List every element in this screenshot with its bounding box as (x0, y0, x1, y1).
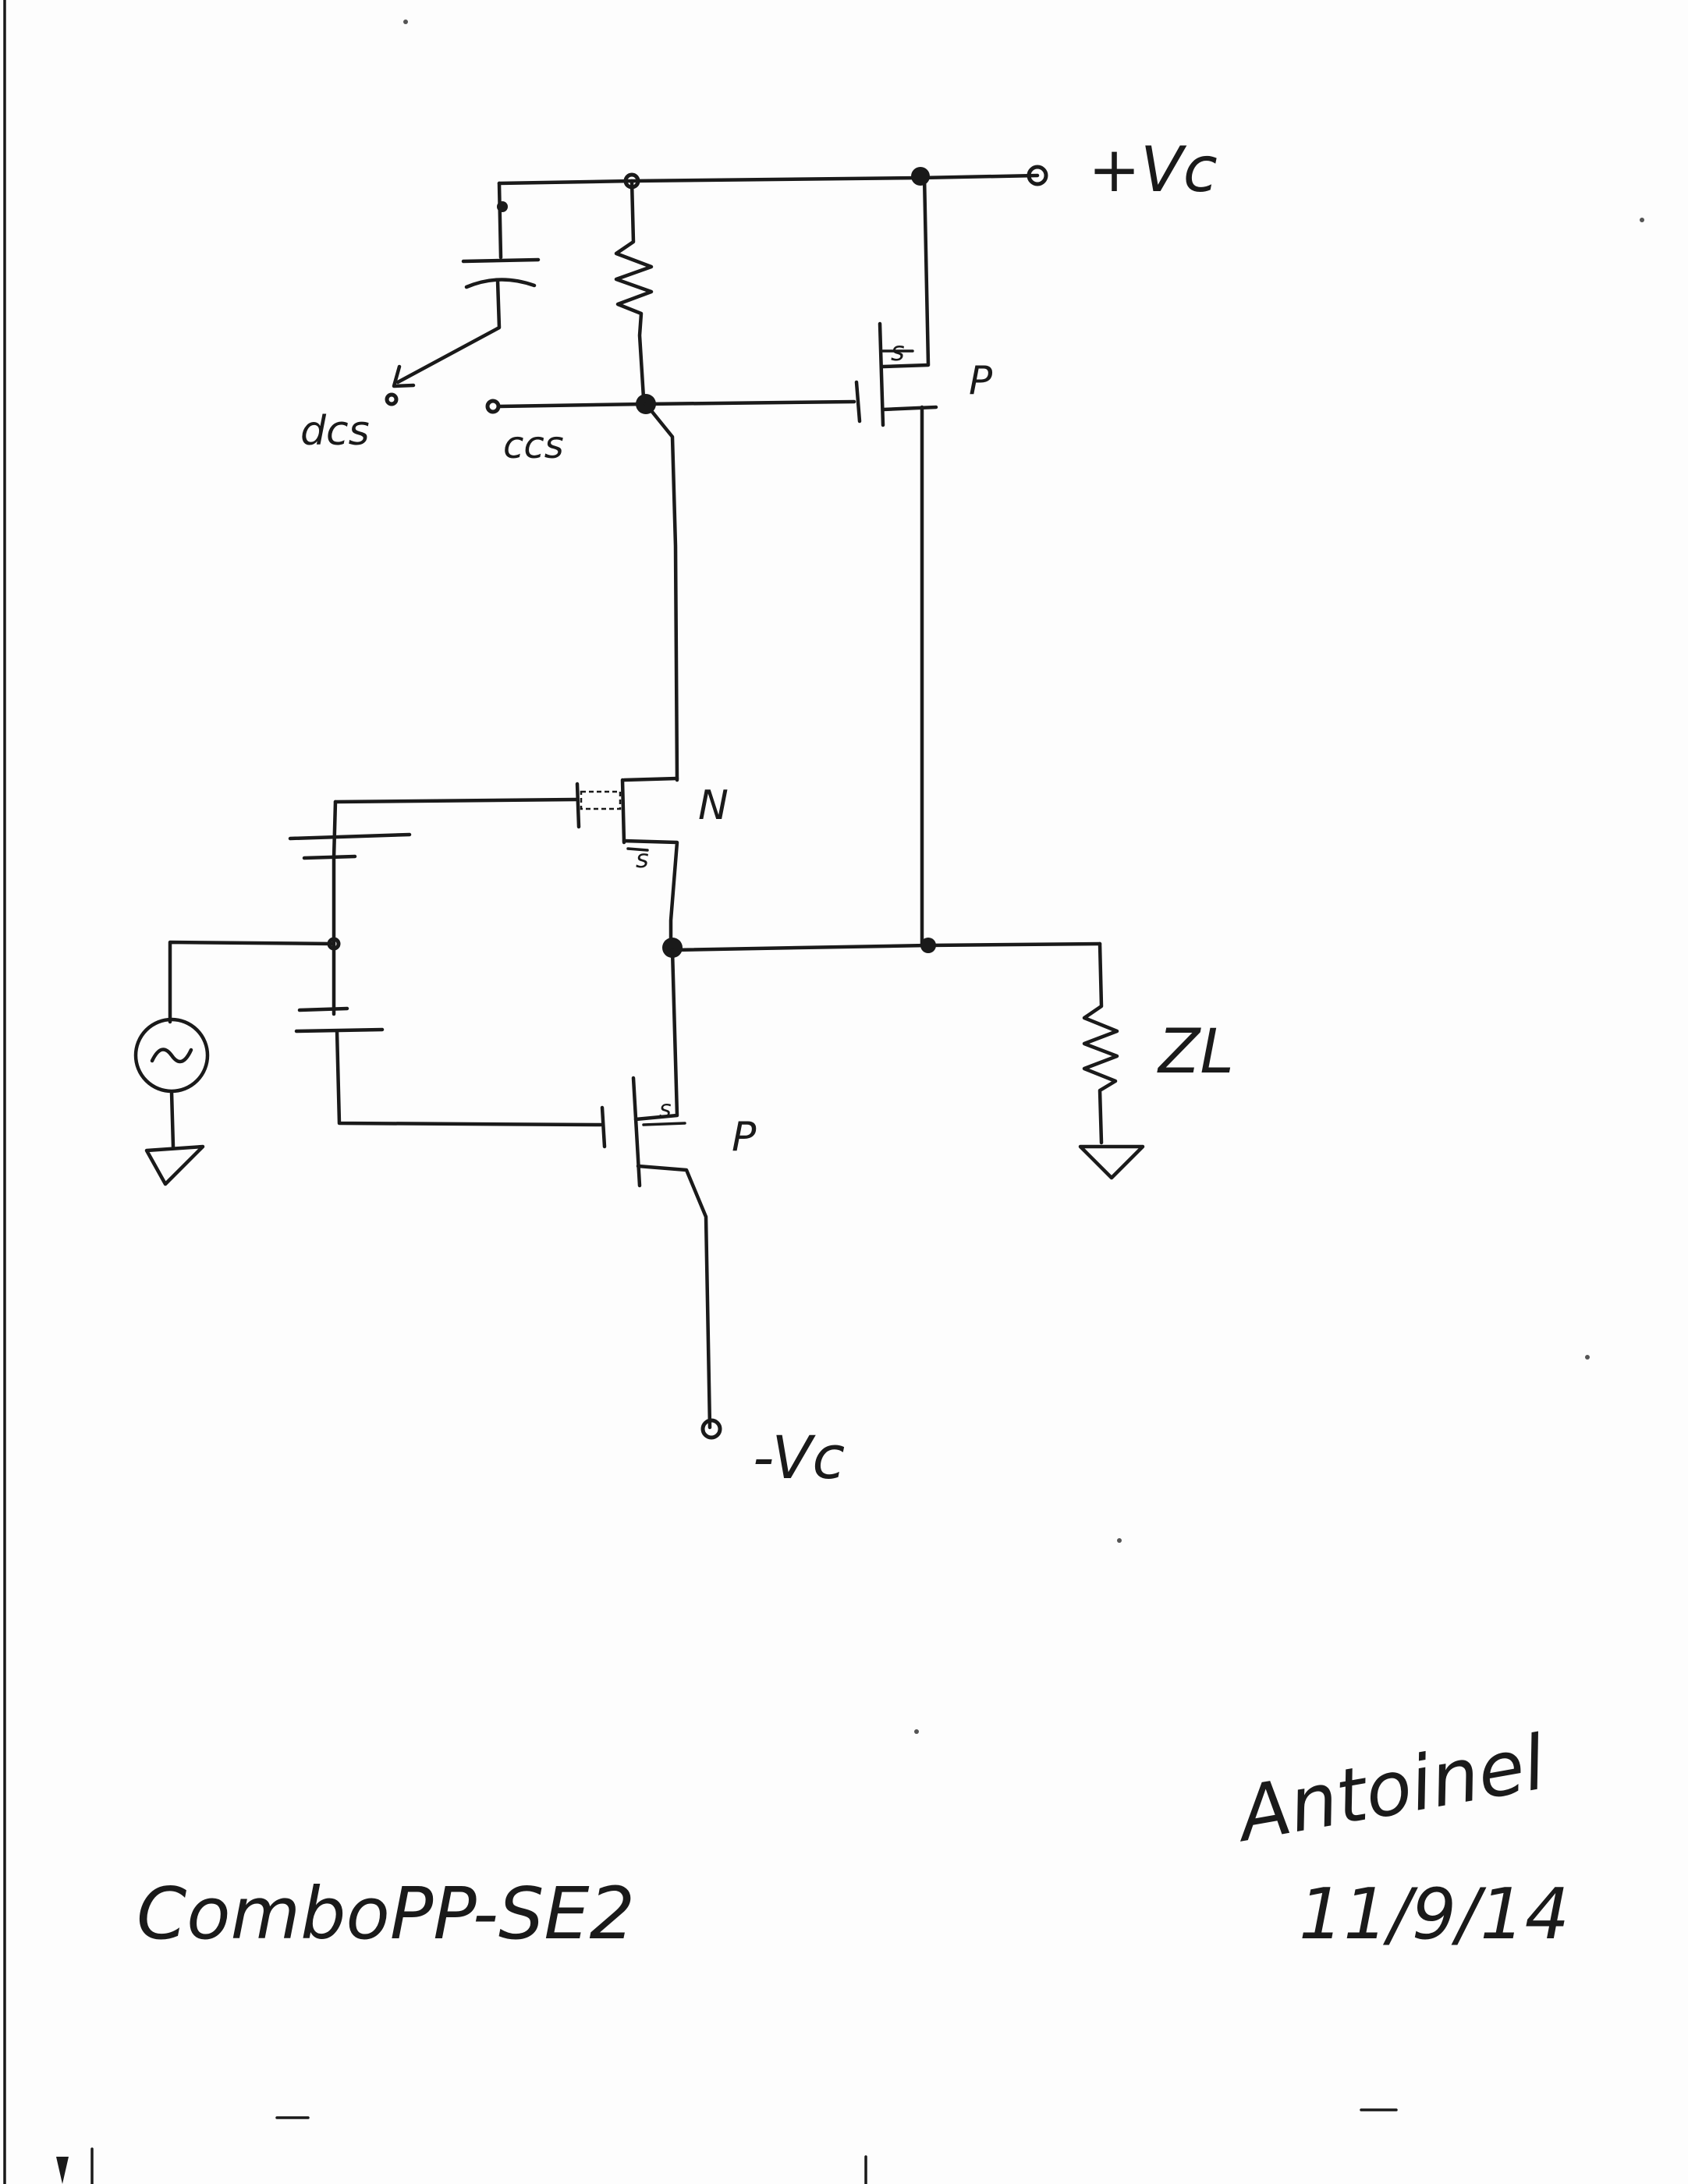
top-p-source-lead (881, 173, 931, 369)
ccs-label: ccs (503, 424, 564, 467)
n-source-mark (626, 847, 649, 852)
dcs-drop-wire (497, 181, 503, 260)
top-rail-node-right (911, 167, 930, 186)
top-p-label: P (969, 358, 993, 403)
signature: Antoinel (1228, 1719, 1552, 1860)
dcs-node (497, 201, 508, 212)
top-p-source-label: s (891, 336, 905, 367)
battery-lower-plate-short (297, 1006, 349, 1012)
top-resistor (614, 179, 654, 400)
diagram-title: ComboPP-SE2 (137, 1872, 635, 1955)
n-source-lead (622, 838, 679, 950)
ccs-wire (497, 402, 648, 409)
top-rail-wire (497, 173, 1040, 186)
n-label: N (698, 782, 729, 829)
battery-lower-plate-long (294, 1027, 385, 1034)
vneg-label: -Vc (753, 1423, 845, 1492)
scan-speck (403, 20, 408, 24)
dcs-cap-plate-2 (464, 278, 537, 289)
scan-speck (1117, 1538, 1122, 1543)
scan-edge-blot (56, 2157, 69, 2184)
bottom-p-source-lead (633, 948, 679, 1122)
scan-speck (1585, 1355, 1590, 1360)
n-channel (620, 778, 626, 845)
ccs-terminal (485, 399, 501, 414)
n-gate-plate (575, 782, 581, 829)
n-gate-box (580, 790, 622, 810)
vneg-terminal (700, 1418, 722, 1440)
source-ground-symbol (144, 1144, 205, 1186)
dcs-arrow-head (392, 364, 416, 388)
bottom-p-source-mark (642, 1122, 686, 1126)
n-drain-stub (622, 776, 679, 782)
n-drain-wire (644, 402, 679, 782)
bias-upper-wire (332, 800, 338, 860)
ac-source-wave (150, 1048, 193, 1064)
battery-upper-plate-long (288, 832, 412, 841)
bottom-p-channel (631, 1076, 642, 1188)
ac-source-top-wire (168, 940, 336, 1024)
dcs-switch-arm (395, 278, 502, 385)
bottom-p-source-label: s (659, 1096, 672, 1123)
load-resistor (1082, 941, 1119, 1145)
dcs-terminal (385, 392, 399, 406)
dcs-label: dcs (300, 408, 370, 455)
battery-upper-plate-short (302, 854, 357, 860)
dcs-cap-plate-1 (461, 257, 541, 264)
top-p-drain-stub (881, 405, 938, 412)
vpos-terminal (1027, 165, 1048, 186)
load-label: ZL (1157, 1017, 1234, 1087)
ac-source-bottom-wire (169, 1090, 176, 1149)
output-wire (670, 941, 1102, 952)
date-label: 11/9/14 (1299, 1874, 1569, 1955)
bottom-p-drain-lead (636, 1164, 712, 1430)
bias-lower-wire (335, 1029, 603, 1127)
scan-speck (914, 1729, 919, 1734)
n-source-label: s (636, 844, 649, 874)
bottom-p-label: P (732, 1114, 757, 1161)
top-p-gate-wire (644, 399, 856, 406)
output-node (662, 938, 683, 958)
load-ground-symbol (1078, 1144, 1145, 1180)
top-p-gate-plate (854, 380, 862, 424)
n-gate-wire (333, 797, 578, 804)
bottom-p-gate-plate (600, 1105, 607, 1149)
scan-edge-marks (275, 2108, 1398, 2119)
vpos-label: +Vc (1088, 133, 1218, 206)
scan-speck (1640, 218, 1644, 222)
